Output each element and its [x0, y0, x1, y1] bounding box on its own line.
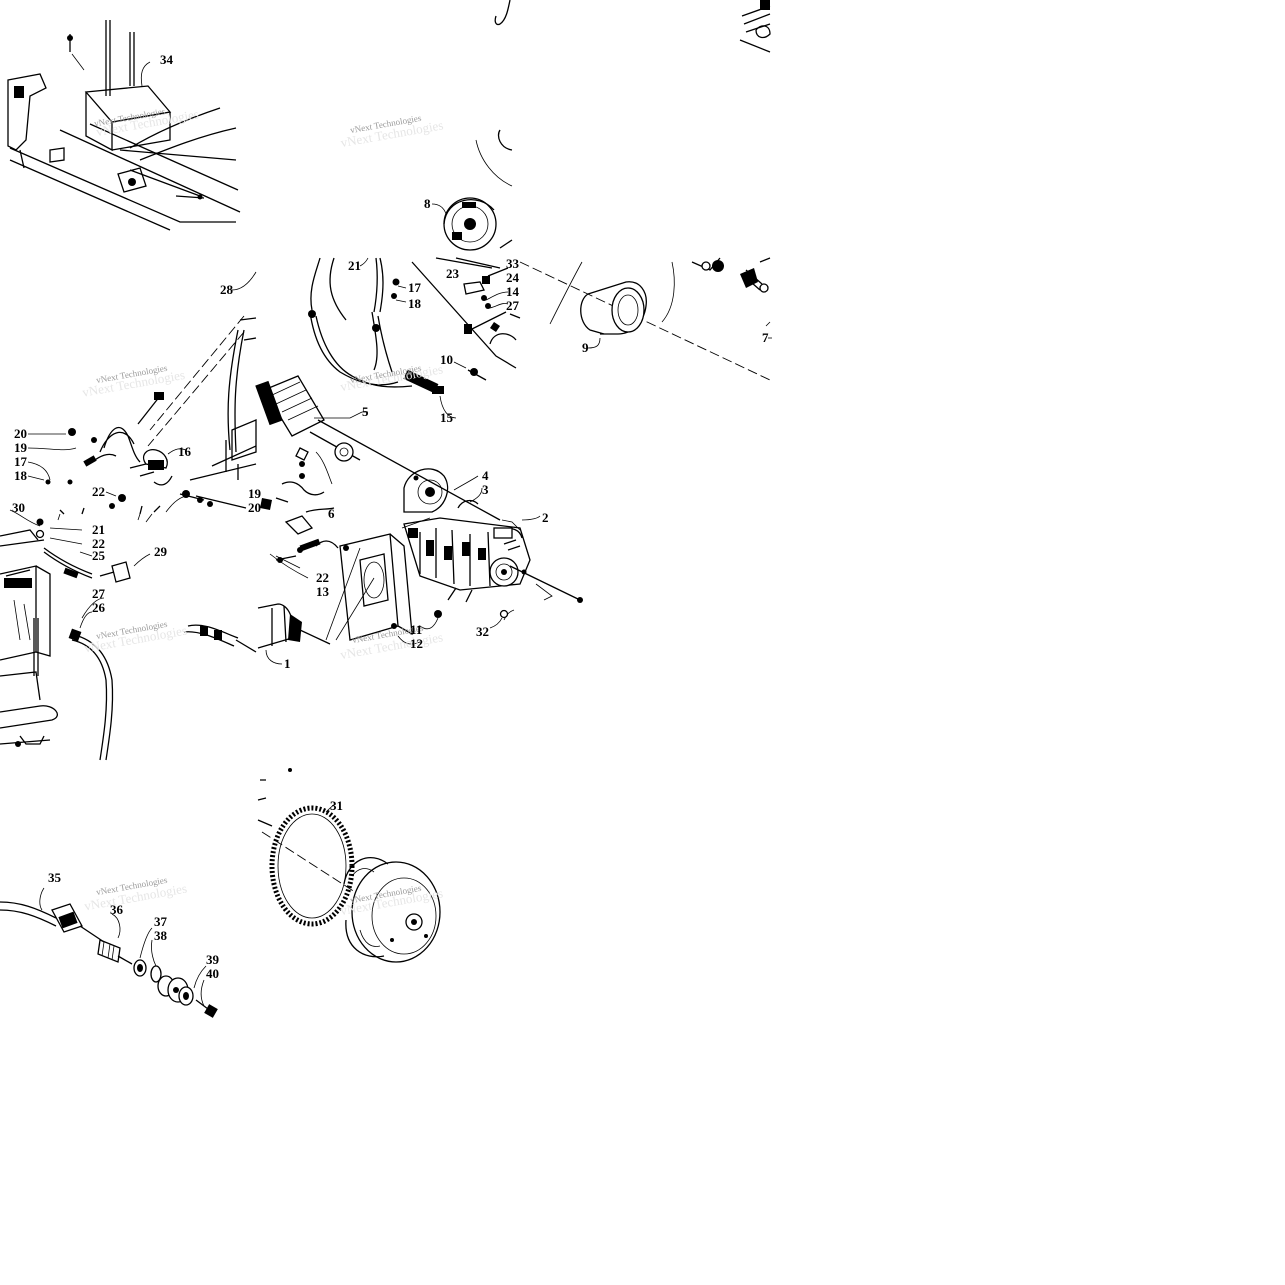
- callout-27: 27: [506, 298, 520, 313]
- callout-29: 29: [154, 544, 168, 559]
- callout-31: 31: [330, 798, 343, 813]
- callout-21: 21: [348, 258, 361, 273]
- tile-top-right-fragment: [739, 0, 771, 53]
- callout-18: 18: [14, 468, 28, 483]
- callout-15: 15: [440, 410, 454, 425]
- callout-16: 16: [178, 444, 192, 459]
- callout-6: 6: [328, 506, 335, 521]
- callout-38: 38: [154, 928, 168, 943]
- callout-8: 8: [424, 196, 431, 211]
- callout-3: 3: [482, 482, 489, 497]
- callout-24: 24: [506, 270, 520, 285]
- callout-27: 27: [92, 586, 106, 601]
- callout-11: 11: [410, 622, 422, 637]
- callout-12: 12: [410, 636, 423, 651]
- callout-5: 5: [362, 404, 369, 419]
- callout-20: 20: [14, 426, 27, 441]
- callout-32: 32: [476, 624, 489, 639]
- callout-19: 19: [248, 486, 262, 501]
- callout-33: 33: [506, 256, 520, 271]
- watermarks: vNext Technologies vNext Technologies vN…: [81, 106, 444, 918]
- callout-22: 22: [316, 570, 329, 585]
- callout-1: 1: [284, 656, 291, 671]
- callout-14: 14: [506, 284, 520, 299]
- tile-sensor-parts: [0, 887, 218, 1018]
- callout-36: 36: [110, 902, 124, 917]
- callout-7: 7: [762, 330, 769, 345]
- callout-2: 2: [542, 510, 549, 525]
- callout-23: 23: [446, 266, 460, 281]
- callout-9: 9: [582, 340, 589, 355]
- tile-carburetor: [403, 515, 583, 629]
- callout-39: 39: [206, 952, 220, 967]
- tile-starter-armature: [255, 257, 521, 665]
- callout-13: 13: [316, 584, 330, 599]
- callout-17: 17: [14, 454, 28, 469]
- callout-10: 10: [440, 352, 453, 367]
- callout-19: 19: [14, 440, 28, 455]
- callout-22: 22: [92, 536, 105, 551]
- tile-flywheel: [257, 768, 441, 963]
- callout-labels: 34 8 21 28 23 33 24 14 27 17 18 10 15 9 …: [12, 52, 769, 981]
- tile-bendix-drive: [519, 257, 772, 381]
- callout-26: 26: [92, 600, 106, 615]
- callout-40: 40: [206, 966, 219, 981]
- callout-28: 28: [220, 282, 234, 297]
- callout-22: 22: [92, 484, 105, 499]
- callout-34: 34: [160, 52, 174, 67]
- callout-37: 37: [154, 914, 168, 929]
- tile-battery: [0, 509, 257, 761]
- callout-4: 4: [482, 468, 489, 483]
- callout-35: 35: [48, 870, 62, 885]
- tile-frame-bracket: [7, 20, 241, 231]
- callout-17: 17: [408, 280, 422, 295]
- tile-solenoid-wiring: [27, 271, 257, 515]
- callout-25: 25: [92, 548, 106, 563]
- callout-18: 18: [408, 296, 422, 311]
- tile-recoil-housing: [431, 0, 513, 251]
- callout-30: 30: [12, 500, 25, 515]
- callout-21: 21: [92, 522, 105, 537]
- callout-20: 20: [248, 500, 261, 515]
